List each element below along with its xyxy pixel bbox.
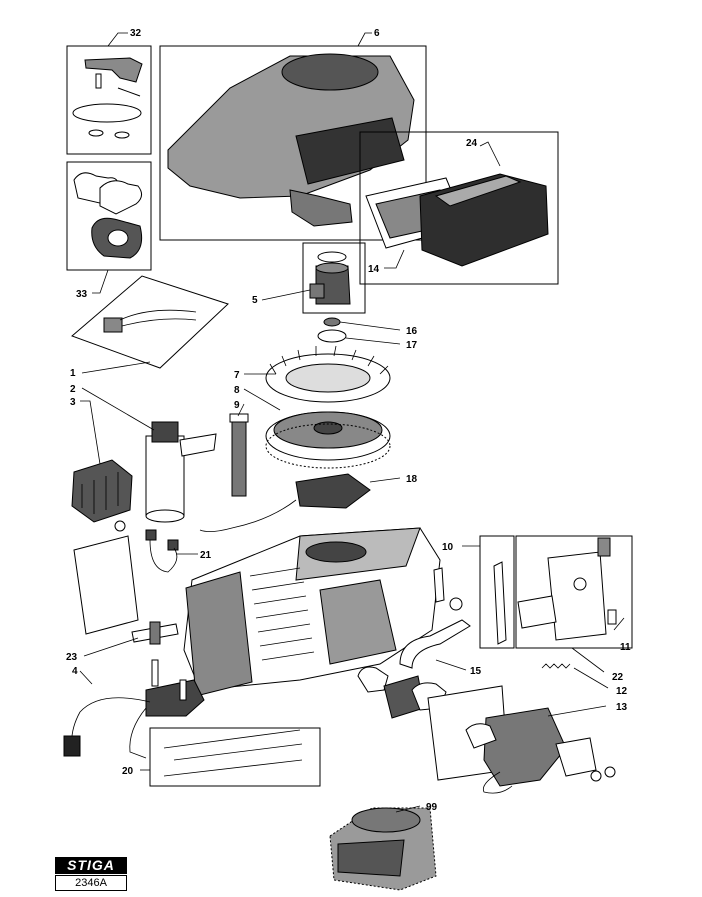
svg-text:24: 24 xyxy=(466,138,478,149)
svg-text:21: 21 xyxy=(200,550,212,561)
part-12-spring xyxy=(541,663,571,669)
svg-text:1: 1 xyxy=(70,368,76,379)
callout-8: 8 xyxy=(234,385,281,411)
svg-text:23: 23 xyxy=(66,652,78,663)
part-4-fuel-solenoid xyxy=(63,659,205,759)
callout-5: 5 xyxy=(252,289,311,306)
part-7-fan xyxy=(265,345,391,403)
svg-text:8: 8 xyxy=(234,385,240,396)
callout-6: 6 xyxy=(357,28,380,47)
callout-22: 22 xyxy=(571,647,624,683)
part-22-control-bracket xyxy=(515,535,633,649)
callout-99: 99 xyxy=(395,802,438,813)
callout-17: 17 xyxy=(345,337,418,351)
part-9-spark-plug-cap xyxy=(229,413,249,497)
callout-9: 9 xyxy=(234,400,245,417)
svg-text:14: 14 xyxy=(368,264,380,275)
svg-text:18: 18 xyxy=(406,474,418,485)
svg-text:12: 12 xyxy=(616,686,628,697)
svg-text:32: 32 xyxy=(130,28,142,39)
svg-text:20: 20 xyxy=(122,766,134,777)
callout-12: 12 xyxy=(573,667,628,697)
engine-shroud-plate xyxy=(73,520,139,635)
engine-block xyxy=(183,527,441,697)
svg-text:9: 9 xyxy=(234,400,240,411)
callout-21: 21 xyxy=(176,550,212,561)
part-20-control-rods xyxy=(149,727,321,787)
callout-3: 3 xyxy=(70,397,101,465)
svg-text:16: 16 xyxy=(406,326,418,337)
part-24-air-filter xyxy=(359,131,559,285)
part-15-tube xyxy=(399,619,471,669)
diagram-code: 2346A xyxy=(55,875,127,891)
callout-15: 15 xyxy=(435,659,482,677)
svg-text:99: 99 xyxy=(426,802,438,813)
brand-name: STIGA xyxy=(55,857,127,874)
svg-text:33: 33 xyxy=(76,289,88,300)
svg-text:13: 13 xyxy=(616,702,628,713)
part-3-rectifier xyxy=(71,459,133,523)
callout-20: 20 xyxy=(122,766,150,777)
callout-16: 16 xyxy=(339,321,418,337)
svg-text:10: 10 xyxy=(442,542,454,553)
svg-text:4: 4 xyxy=(72,666,78,677)
part-5-solenoid xyxy=(302,242,366,314)
part-33-gaskets xyxy=(66,161,152,271)
part-2-starter-motor xyxy=(145,421,217,523)
part-6-blower-housing xyxy=(159,45,427,241)
svg-text:22: 22 xyxy=(612,672,624,683)
callout-13: 13 xyxy=(547,702,628,717)
part-8-flywheel xyxy=(265,411,391,469)
svg-text:6: 6 xyxy=(374,28,380,39)
svg-text:7: 7 xyxy=(234,370,240,381)
part-23-spark-plug xyxy=(131,621,179,645)
part-99-engine-assembly xyxy=(329,807,437,891)
callout-4: 4 xyxy=(72,666,93,685)
part-13-carburettor xyxy=(427,685,616,794)
svg-text:2: 2 xyxy=(70,384,76,395)
svg-text:17: 17 xyxy=(406,340,418,351)
part-10-governor-lever xyxy=(433,535,515,649)
callout-23: 23 xyxy=(66,637,139,663)
part-21-wires xyxy=(145,529,179,573)
callout-7: 7 xyxy=(234,370,276,381)
svg-text:11: 11 xyxy=(620,642,631,653)
svg-text:5: 5 xyxy=(252,295,258,306)
callout-18: 18 xyxy=(369,474,418,485)
callout-2: 2 xyxy=(70,384,155,431)
svg-text:3: 3 xyxy=(70,397,76,408)
callout-32: 32 xyxy=(107,28,142,47)
part-1-wiring-harness xyxy=(71,275,229,369)
callout-14: 14 xyxy=(368,249,405,275)
callout-1: 1 xyxy=(70,361,151,379)
svg-text:15: 15 xyxy=(470,666,482,677)
callout-24: 24 xyxy=(466,138,501,167)
callout-10: 10 xyxy=(442,542,480,553)
part-16-17-nut-washer xyxy=(317,317,347,343)
callout-33: 33 xyxy=(76,269,109,300)
part-18-ignition-coil xyxy=(199,473,371,532)
intake-spacer xyxy=(357,666,447,719)
part-32-kit xyxy=(66,45,152,155)
callout-11: 11 xyxy=(613,617,631,653)
brand-logo: STIGA 2346A xyxy=(55,857,127,891)
